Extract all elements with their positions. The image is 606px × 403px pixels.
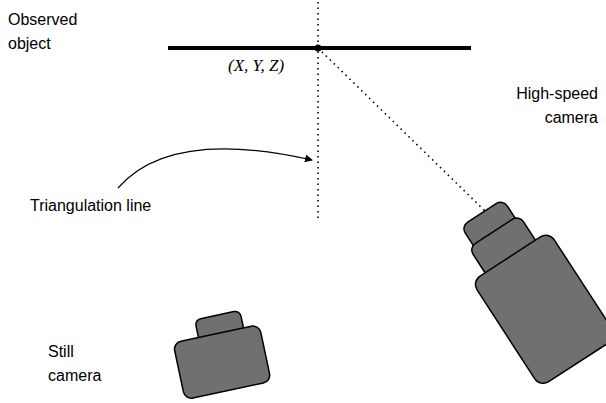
camera-ray — [318, 48, 486, 212]
target-point — [315, 45, 322, 52]
line-label: Triangulation line — [30, 194, 190, 218]
leader-arrow — [118, 149, 312, 188]
triangulation-line — [317, 2, 319, 218]
coordinate-label: (X, Y, Z) — [228, 54, 284, 78]
object-label: Observed object — [8, 8, 88, 56]
camera-label: High-speed camera — [480, 82, 598, 130]
camera-label: Still camera — [48, 340, 112, 388]
high-speed-camera — [443, 188, 606, 387]
still-camera — [169, 307, 271, 400]
